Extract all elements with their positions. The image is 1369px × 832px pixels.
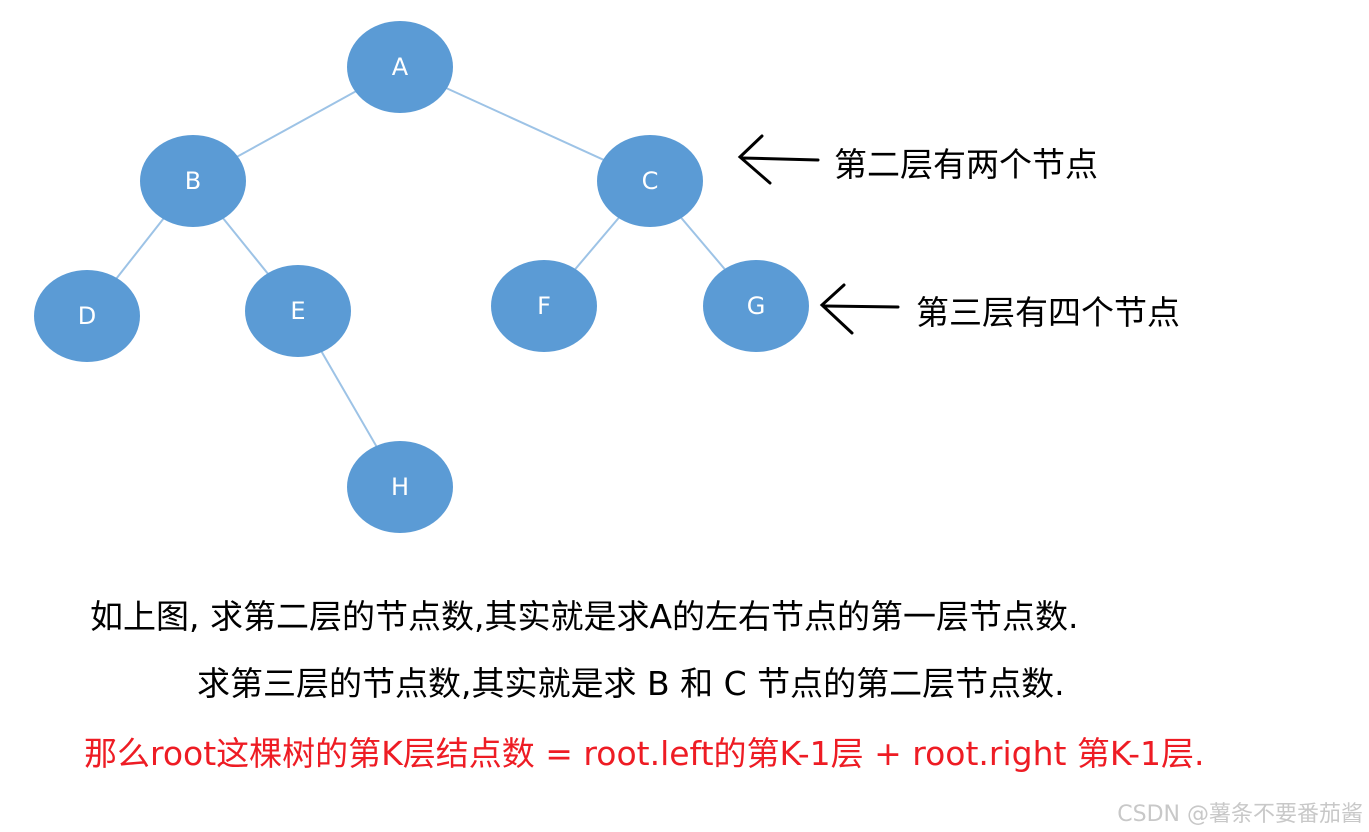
arrow-level2-icon [737,134,820,185]
node-h-label: H [391,473,409,501]
annotation-level2: 第二层有两个节点 [834,145,1098,184]
node-a-circle [347,21,453,113]
node-a-label: A [392,53,409,81]
node-d: D [34,270,140,362]
node-h-circle [347,441,453,533]
node-e-label: E [290,297,305,325]
node-h: H [347,441,453,533]
node-g: G [703,260,809,352]
node-b: B [140,135,246,227]
node-f: F [491,260,597,352]
caption-line-1: 如上图, 求第二层的节点数,其实就是求A的左右节点的第一层节点数. [90,597,1079,636]
watermark: CSDN @薯条不要番茄酱 [1117,802,1363,827]
node-f-label: F [537,292,551,320]
node-e: E [245,265,351,357]
node-c: C [597,135,703,227]
node-b-circle [140,135,246,227]
node-g-label: G [747,292,766,320]
caption-line-2: 求第三层的节点数,其实就是求 B 和 C 节点的第二层节点数. [197,664,1065,703]
node-b-label: B [185,167,201,195]
node-c-label: C [642,167,659,195]
arrow-level3-icon [819,283,900,335]
node-d-label: D [78,302,96,330]
node-f-circle [491,260,597,352]
tree-nodes: A B C D E F G H [34,21,809,533]
node-a: A [347,21,453,113]
node-c-circle [597,135,703,227]
node-e-circle [245,265,351,357]
annotation-level3: 第三层有四个节点 [916,293,1180,332]
tree-edges [86,66,757,488]
node-d-circle [34,270,140,362]
node-g-circle [703,260,809,352]
caption-line-3: 那么root这棵树的第K层结点数 = root.left的第K-1层 + roo… [84,734,1205,773]
